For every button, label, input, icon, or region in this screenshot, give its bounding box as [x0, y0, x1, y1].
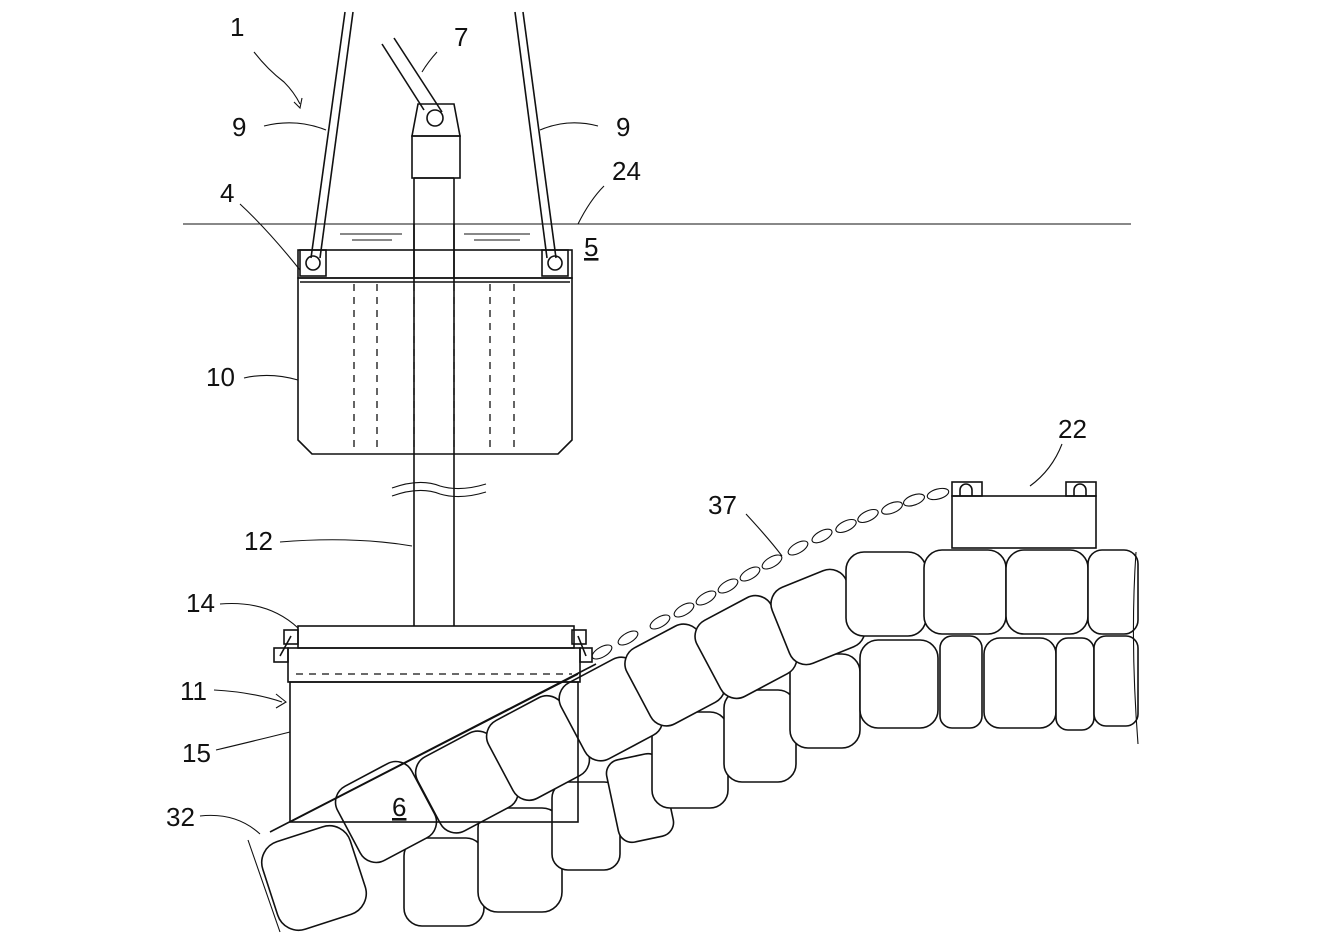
tank [297, 249, 573, 455]
label-9-right: 9 [616, 112, 630, 142]
label-15: 15 [182, 738, 211, 768]
water-marks [340, 233, 530, 241]
vertical-pipe [413, 177, 455, 626]
pipe-in-tank [413, 224, 455, 278]
label-4: 4 [220, 178, 234, 208]
hose-connector [411, 103, 461, 179]
label-1: 1 [230, 12, 244, 42]
label-32: 32 [166, 802, 195, 832]
label-7: 7 [454, 22, 468, 52]
label-10: 10 [206, 362, 235, 392]
label-11: 11 [180, 676, 207, 706]
label-5: 5 [584, 232, 598, 262]
chain [591, 487, 950, 660]
label-37: 37 [708, 490, 737, 520]
slope-edge-over-box [289, 673, 579, 823]
suspension-wire-right [514, 11, 557, 259]
box-lid [273, 625, 593, 683]
pipe-break-mark [391, 481, 487, 498]
hose [381, 37, 444, 127]
label-9-left: 9 [232, 112, 246, 142]
label-6: 6 [392, 792, 406, 822]
riprap-stones [260, 549, 1139, 932]
label-14: 14 [186, 588, 215, 618]
seabed-edges [247, 551, 1139, 933]
label-22: 22 [1058, 414, 1087, 444]
anchor-block [951, 481, 1097, 549]
label-12: 12 [244, 526, 273, 556]
suspension-wire-left [310, 11, 354, 259]
label-24: 24 [612, 156, 641, 186]
leader-lines [199, 51, 1063, 835]
